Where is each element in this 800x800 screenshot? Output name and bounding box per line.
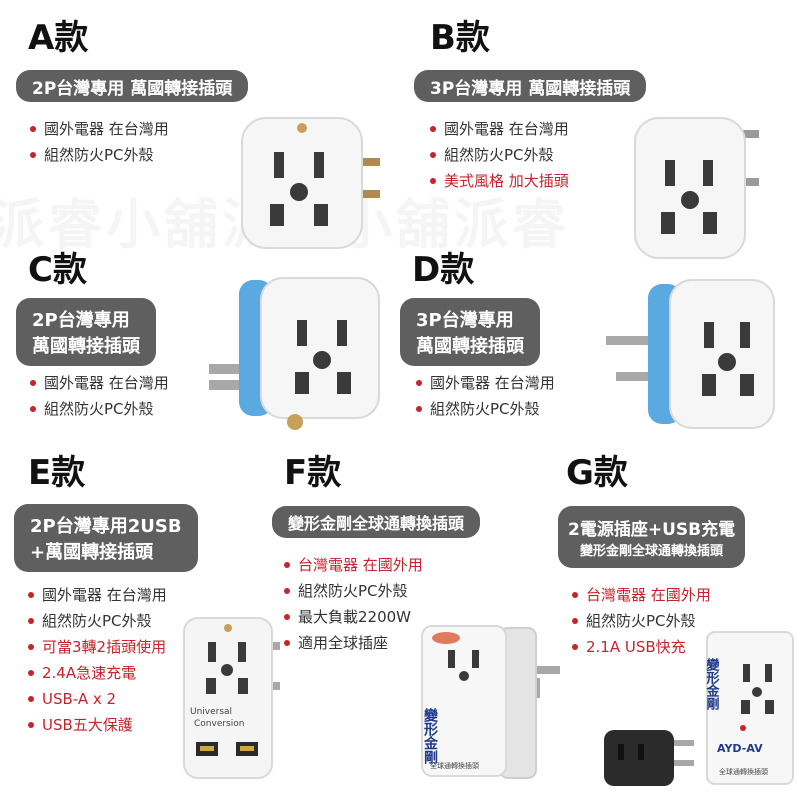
product-e-pill: 2P台灣專用2USB +萬國轉接插頭 — [14, 504, 198, 572]
feature-item: USB五大保護 — [26, 712, 167, 738]
e-brand-line-2: Conversion — [194, 719, 244, 729]
feature-item: 國外電器 在台灣用 — [26, 582, 167, 608]
feature-item: 組然防火PC外殼 — [28, 142, 169, 168]
f-device-footer: 全球通轉換插頭 — [430, 761, 479, 770]
product-f-heading: F款 — [284, 453, 342, 493]
f-device-title: 變形金剛 — [422, 707, 439, 765]
feature-item: 台灣電器 在國外用 — [570, 582, 711, 608]
feature-item: 2.1A USB快充 — [570, 634, 711, 660]
g-device-brand: AYD-AV — [717, 742, 763, 755]
product-b-image — [634, 117, 759, 259]
product-e-image: Universal Conversion — [183, 617, 280, 779]
product-c-heading: C款 — [28, 250, 87, 290]
product-f-features: 台灣電器 在國外用 組然防火PC外殼 最大負載2200W 適用全球插座 — [282, 552, 423, 656]
product-g-features: 台灣電器 在國外用 組然防火PC外殼 2.1A USB快充 — [570, 582, 711, 660]
product-d-features: 國外電器 在台灣用 組然防火PC外殼 — [414, 370, 555, 422]
product-g-adapter-image — [604, 730, 694, 786]
feature-item: 國外電器 在台灣用 — [28, 370, 169, 396]
e-brand-line-1: Universal — [190, 707, 232, 717]
product-g-pill: 2電源插座+USB充電 變形金剛全球通轉換插頭 — [558, 506, 746, 568]
g-device-footer: 全球通轉換插頭 — [719, 767, 768, 776]
product-f-image: 變形金剛 全球通轉換插頭 — [421, 625, 560, 779]
product-c-features: 國外電器 在台灣用 組然防火PC外殼 — [28, 370, 169, 422]
feature-item: 國外電器 在台灣用 — [28, 116, 169, 142]
feature-item: 組然防火PC外殼 — [570, 608, 711, 634]
product-g-heading: G款 — [566, 453, 628, 493]
feature-item: 最大負載2200W — [282, 604, 423, 630]
product-a-heading: A款 — [28, 18, 89, 58]
feature-item: 組然防火PC外殼 — [428, 142, 569, 168]
product-a-pill: 2P台灣專用 萬國轉接插頭 — [16, 70, 249, 102]
feature-item: 組然防火PC外殼 — [414, 396, 555, 422]
feature-item: 2.4A急速充電 — [26, 660, 167, 686]
g-device-title: 變形金剛 — [704, 657, 721, 711]
feature-item: 組然防火PC外殼 — [26, 608, 167, 634]
product-d-image — [606, 279, 775, 429]
feature-item: 可當3轉2插頭使用 — [26, 634, 167, 660]
product-a-features: 國外電器 在台灣用 組然防火PC外殼 — [28, 116, 169, 168]
product-d-pill: 3P台灣專用 萬國轉接插頭 — [400, 298, 540, 366]
feature-item: 台灣電器 在國外用 — [282, 552, 423, 578]
feature-item: 國外電器 在台灣用 — [428, 116, 569, 142]
product-f-pill: 變形金剛全球通轉換插頭 — [272, 506, 481, 538]
product-g-image: 變形金剛 AYD-AV 全球通轉換插頭 — [704, 631, 794, 785]
product-e-heading: E款 — [28, 453, 86, 493]
product-a-image — [241, 117, 380, 249]
product-b-pill: 3P台灣專用 萬國轉接插頭 — [414, 70, 647, 102]
feature-item: 國外電器 在台灣用 — [414, 370, 555, 396]
product-c-pill: 2P台灣專用 萬國轉接插頭 — [16, 298, 156, 366]
product-c-image — [209, 277, 380, 430]
feature-item: USB-A x 2 — [26, 686, 167, 712]
feature-item: 美式風格 加大插頭 — [428, 168, 569, 194]
product-d-heading: D款 — [412, 250, 475, 290]
product-e-features: 國外電器 在台灣用 組然防火PC外殼 可當3轉2插頭使用 2.4A急速充電 US… — [26, 582, 167, 738]
feature-item: 組然防火PC外殼 — [282, 578, 423, 604]
feature-item: 適用全球插座 — [282, 630, 423, 656]
feature-item: 組然防火PC外殼 — [28, 396, 169, 422]
product-b-heading: B款 — [430, 18, 490, 58]
product-b-features: 國外電器 在台灣用 組然防火PC外殼 美式風格 加大插頭 — [428, 116, 569, 194]
